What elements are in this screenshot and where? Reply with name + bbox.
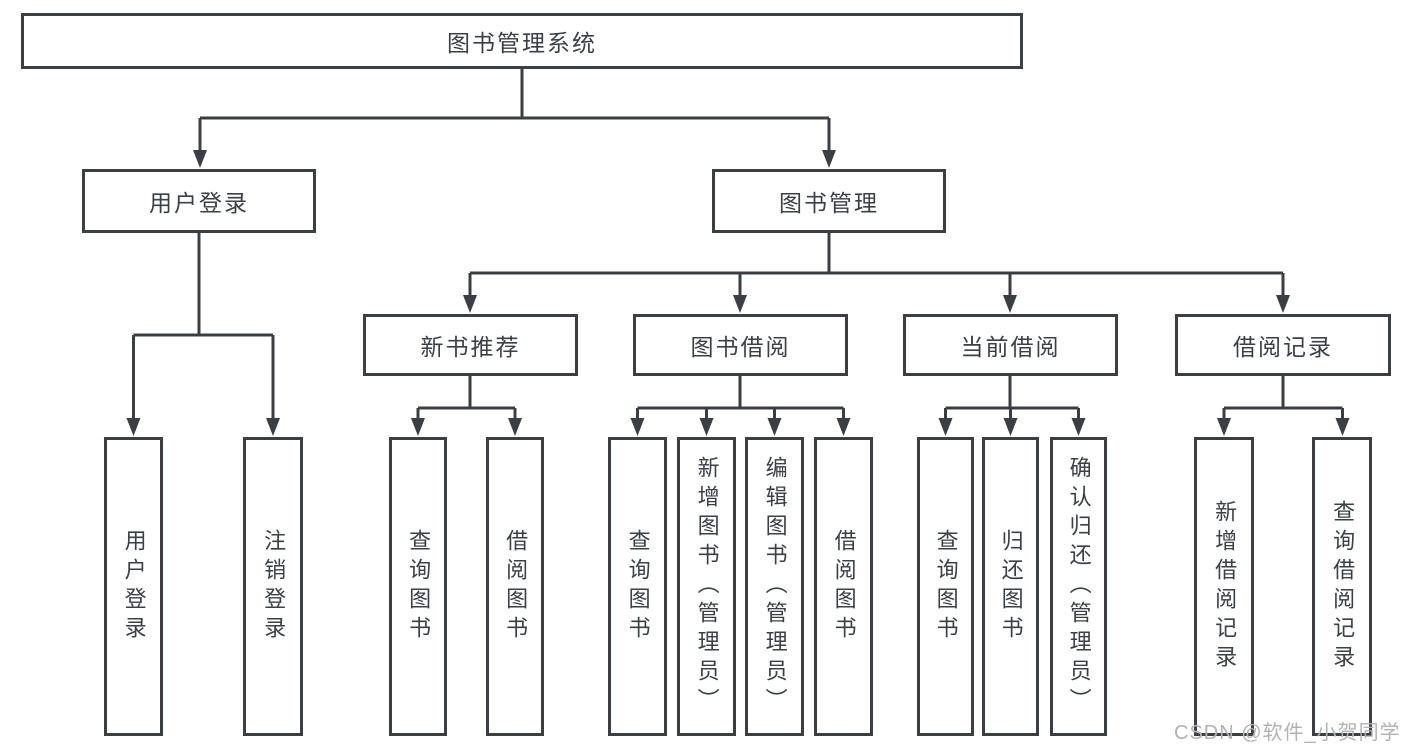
arrow-down-icon	[1003, 418, 1018, 436]
leaf-current-query-label: 查询图书	[933, 528, 959, 645]
connector-borrow-to-leaves	[636, 376, 845, 422]
arrow-down-icon	[508, 418, 522, 436]
node-root-label: 图书管理系统	[447, 30, 597, 56]
leaf-borrow-edit-label: 编辑图书（管理员）	[762, 456, 788, 717]
connector-root-to-level2	[198, 69, 831, 153]
arrow-down-icon	[733, 295, 747, 313]
arrow-down-icon	[193, 150, 207, 168]
arrow-down-icon	[1276, 295, 1290, 313]
node-book-mgmt: 图书管理	[712, 169, 946, 233]
leaf-newbook-borrow: 借阅图书	[486, 437, 544, 736]
leaf-borrow-borrow-label: 借阅图书	[831, 528, 857, 645]
arrow-down-icon	[463, 295, 477, 313]
leaf-record-add: 新增借阅记录	[1194, 437, 1254, 736]
leaf-borrow-query-label: 查询图书	[625, 528, 651, 645]
leaf-current-return: 归还图书	[982, 437, 1039, 736]
arrow-down-icon	[266, 418, 280, 436]
leaf-newbook-query-label: 查询图书	[406, 528, 432, 645]
leaf-borrow-borrow: 借阅图书	[814, 437, 873, 736]
connector-book-mgmt-to-level3	[468, 233, 1285, 298]
arrow-down-icon	[699, 418, 714, 436]
node-user-login: 用户登录	[82, 169, 316, 233]
arrow-down-icon	[836, 418, 851, 436]
connector-new-book-to-leaves	[416, 376, 517, 422]
leaf-current-return-label: 归还图书	[998, 528, 1024, 645]
leaf-borrow-edit: 编辑图书（管理员）	[745, 437, 804, 736]
leaf-logout-label: 注销登录	[261, 528, 287, 645]
arrow-down-icon	[767, 418, 782, 436]
node-new-book-rec: 新书推荐	[363, 314, 578, 376]
node-borrow-records-label: 借阅记录	[1233, 334, 1333, 360]
leaf-current-confirm-label: 确认归还（管理员）	[1066, 456, 1092, 717]
csdn-watermark: CSDN @软件_小贺同学	[1174, 722, 1401, 744]
arrowheads	[126, 150, 1350, 436]
connector-current-to-leaves	[944, 376, 1080, 422]
leaf-borrow-add-label: 新增图书（管理员）	[694, 456, 720, 717]
leaf-record-query-label: 查询借阅记录	[1330, 499, 1356, 674]
arrow-down-icon	[126, 418, 141, 436]
arrow-down-icon	[1217, 418, 1231, 436]
arrow-down-icon	[1003, 295, 1017, 313]
leaf-current-query: 查询图书	[917, 437, 974, 736]
connector-paths	[132, 69, 1344, 422]
node-borrow-records: 借阅记录	[1175, 314, 1391, 376]
node-current-borrow-label: 当前借阅	[960, 334, 1061, 360]
node-root: 图书管理系统	[21, 13, 1023, 69]
leaf-user-login: 用户登录	[104, 437, 163, 736]
node-user-login-label: 用户登录	[149, 190, 249, 216]
leaf-current-confirm: 确认归还（管理员）	[1050, 437, 1107, 736]
arrow-down-icon	[822, 150, 836, 168]
connector-records-to-leaves	[1222, 376, 1344, 422]
arrow-down-icon	[1335, 418, 1350, 436]
leaf-borrow-query: 查询图书	[608, 437, 667, 736]
leaf-record-add-label: 新增借阅记录	[1212, 499, 1238, 674]
arrow-down-icon	[938, 418, 953, 436]
arrow-down-icon	[1071, 418, 1086, 436]
leaf-newbook-query: 查询图书	[389, 437, 447, 736]
leaf-newbook-borrow-label: 借阅图书	[503, 528, 529, 645]
leaf-user-login-label: 用户登录	[121, 528, 147, 645]
node-new-book-rec-label: 新书推荐	[420, 334, 521, 360]
arrow-down-icon	[411, 418, 425, 436]
node-current-borrow: 当前借阅	[903, 314, 1118, 376]
arrow-down-icon	[630, 418, 645, 436]
leaf-borrow-add: 新增图书（管理员）	[677, 437, 736, 736]
leaf-record-query: 查询借阅记录	[1312, 437, 1372, 736]
node-book-borrow-label: 图书借阅	[690, 334, 791, 360]
connector-user-login-to-leaves	[132, 233, 275, 421]
node-book-mgmt-label: 图书管理	[779, 190, 879, 216]
node-book-borrow: 图书借阅	[633, 314, 848, 376]
leaf-logout: 注销登录	[243, 437, 303, 736]
